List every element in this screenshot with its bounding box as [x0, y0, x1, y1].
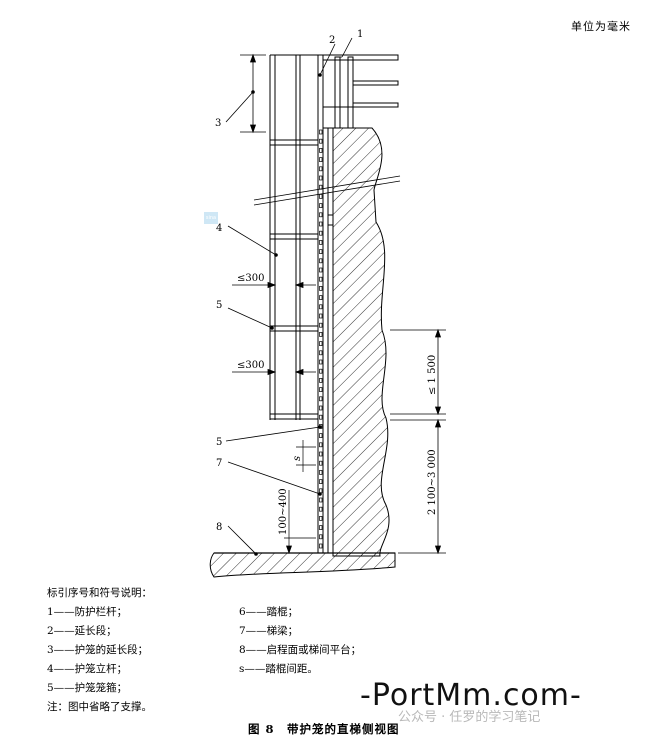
figure-caption: 图 8 带护笼的直梯侧视图: [248, 722, 400, 736]
callout-1: 1: [357, 29, 363, 40]
ladder-rung: [319, 166, 323, 172]
ladder-rung: [319, 203, 323, 208]
legend-item: 4——护笼立杆；: [47, 663, 128, 675]
break-line-top: [253, 175, 401, 201]
legend-item: 5——护笼笼箍；: [47, 682, 128, 694]
legend-item: 6——踏棍；: [239, 606, 299, 618]
legend-note: 注：图中省略了支撑。: [47, 701, 152, 713]
ladder-rung: [319, 322, 323, 328]
ladder-rung: [319, 396, 323, 402]
dim-text-2100-3000: 2 100~3 000: [427, 449, 438, 515]
ladder-rung: [319, 184, 323, 190]
ladder-rung: [319, 295, 323, 300]
ladder-stile: [317, 55, 334, 553]
dim-text-300-b: ≤300: [237, 360, 264, 371]
ladder-rung: [319, 442, 323, 448]
ladder-rung: [319, 286, 323, 291]
dim-spacing-300: [232, 281, 316, 376]
dim-text-s: s: [292, 456, 303, 461]
ladder-rung: [319, 460, 323, 466]
ladder-rung: [319, 276, 323, 282]
wall-section: [332, 127, 390, 557]
ladder-rung: [319, 267, 323, 273]
callout-2: 2: [329, 35, 335, 46]
ladder-rung: [319, 258, 323, 264]
ladder-rung: [319, 479, 323, 484]
marker-dots: [251, 73, 322, 556]
legend-item: 1——防护栏杆；: [47, 606, 128, 618]
ladder-rung: [319, 129, 323, 135]
legend-heading: 标引序号和符号说明：: [47, 587, 152, 599]
ladder-rung: [319, 405, 323, 411]
ladder-rung: [319, 221, 323, 227]
watermark-badge: sina: [204, 212, 218, 224]
ladder-rung: [319, 378, 323, 383]
ladder-rung: [319, 230, 323, 236]
ladder-rung: [319, 304, 323, 310]
watermark-account: 公众号 · 任罗的学习笔记: [398, 710, 541, 725]
callout-5-top: 5: [216, 300, 222, 311]
dim-text-300-a: ≤300: [237, 273, 264, 284]
ladder-rung: [319, 387, 323, 392]
ladder-rung: [319, 534, 323, 540]
ladder-rung: [319, 543, 323, 549]
ladder-rung: [319, 350, 323, 356]
callout-4: 4: [216, 223, 222, 234]
ladder-rung: [319, 525, 323, 530]
ladder-rung: [319, 488, 323, 494]
legend-item: 8——启程面或梯间平台；: [239, 644, 362, 656]
callout-7: 7: [216, 458, 222, 469]
legend-item: 3——护笼的延长段；: [47, 644, 149, 656]
ladder-rung: [319, 433, 323, 438]
dim-range-2100-3000: [390, 418, 446, 555]
guardrail: [322, 54, 399, 129]
dim-max-1500: [390, 328, 446, 416]
dim-rung-spacing: [296, 440, 316, 472]
ladder-rung: [319, 414, 323, 420]
unit-note: 单位为毫米: [571, 20, 631, 33]
ladder-rung: [319, 516, 323, 521]
ladder-rung: [319, 451, 323, 457]
ladder-rung: [319, 138, 323, 144]
callout-5-bottom: 5: [216, 437, 222, 448]
cage-hoops: [269, 139, 319, 420]
legend-item: 2——延长段；: [47, 625, 117, 637]
cage-vertical-bars: [269, 54, 323, 420]
watermark-site: -PortMm.com-: [360, 678, 582, 713]
ladder-rung: [319, 194, 323, 199]
ladder-rung: [319, 497, 323, 503]
ladder-rung: [319, 341, 323, 346]
legend-item: 7——梯梁；: [239, 625, 299, 637]
dim-range-100-400: [284, 490, 316, 555]
ladder-rung: [319, 157, 323, 162]
dim-extension: [240, 53, 266, 134]
dim-text-100-400: 100~400: [278, 488, 289, 535]
break-line-top-2: [253, 180, 401, 206]
ladder-rung: [319, 249, 323, 254]
ladder-rung: [319, 313, 323, 319]
ladder-rung: [319, 506, 323, 512]
dim-text-1500: ≤ 1 500: [427, 355, 438, 395]
leader-lines: [225, 37, 353, 555]
ladder-rung: [319, 175, 323, 181]
ladder-rung: [319, 212, 323, 218]
ladder-rung: [319, 148, 323, 153]
legend-item: s——踏棍间距。: [239, 663, 318, 675]
ladder-rung: [319, 368, 323, 374]
ladder-rung: [319, 470, 323, 475]
ladder-rung: [319, 359, 323, 365]
ladder-rung: [319, 332, 323, 337]
callout-3: 3: [215, 118, 221, 129]
callout-8: 8: [216, 522, 222, 533]
ladder-rung: [319, 240, 323, 245]
ladder-rungs: [319, 129, 323, 549]
floor-slab: [209, 552, 396, 578]
